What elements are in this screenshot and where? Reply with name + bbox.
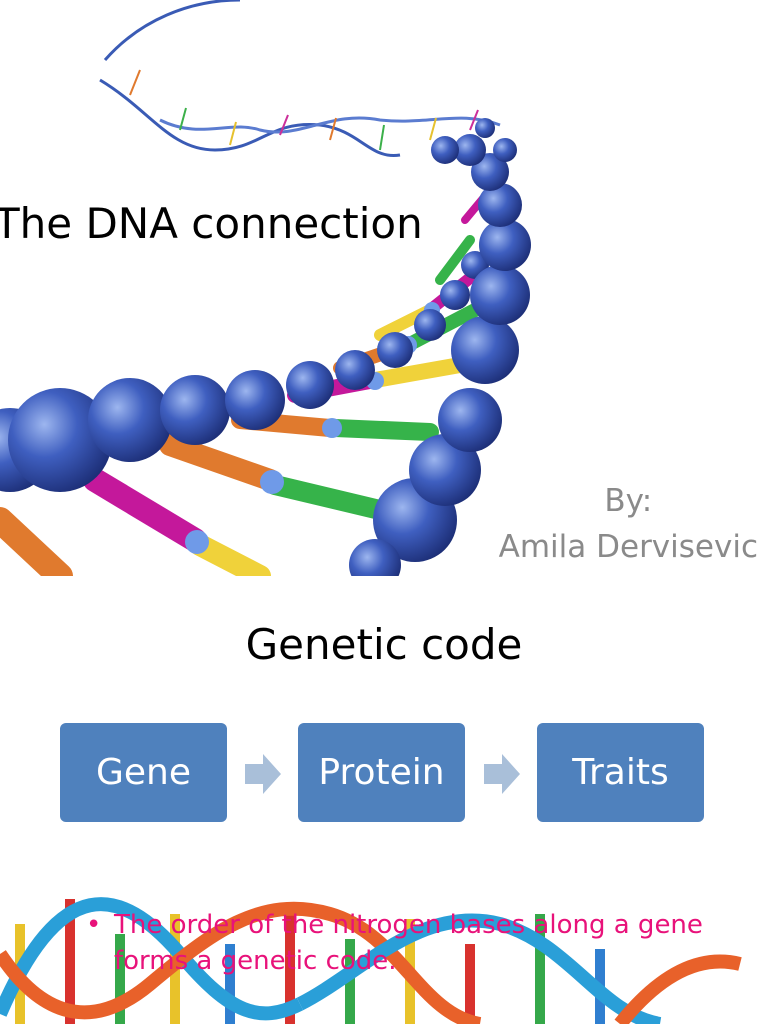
byline-label: By: bbox=[604, 483, 653, 519]
arrow-right-icon bbox=[484, 754, 520, 794]
flow-box-traits: Traits bbox=[537, 723, 704, 822]
flow-box-protein: Protein bbox=[298, 723, 465, 822]
slide-genetic-code: Genetic code Gene Protein Traits • The o… bbox=[0, 576, 768, 1024]
slide-title-text: Genetic code bbox=[245, 620, 523, 669]
bullet-icon: • bbox=[86, 910, 102, 940]
dna-double-helix-icon bbox=[0, 0, 531, 576]
dna-strands-icon bbox=[0, 897, 742, 1024]
bullet-text: The order of the nitrogen bases along a … bbox=[114, 910, 703, 976]
bullet-item: • The order of the nitrogen bases along … bbox=[86, 907, 726, 979]
byline: By: Amila Dervisevic bbox=[499, 478, 758, 570]
author-name: Amila Dervisevic bbox=[498, 529, 758, 565]
arrow-right-icon bbox=[245, 754, 281, 794]
slide-title-text: The DNA connection bbox=[0, 199, 423, 248]
flow-box-gene: Gene bbox=[60, 723, 227, 822]
slide-title: The DNA connection By: Amila Dervisevic bbox=[0, 0, 758, 576]
